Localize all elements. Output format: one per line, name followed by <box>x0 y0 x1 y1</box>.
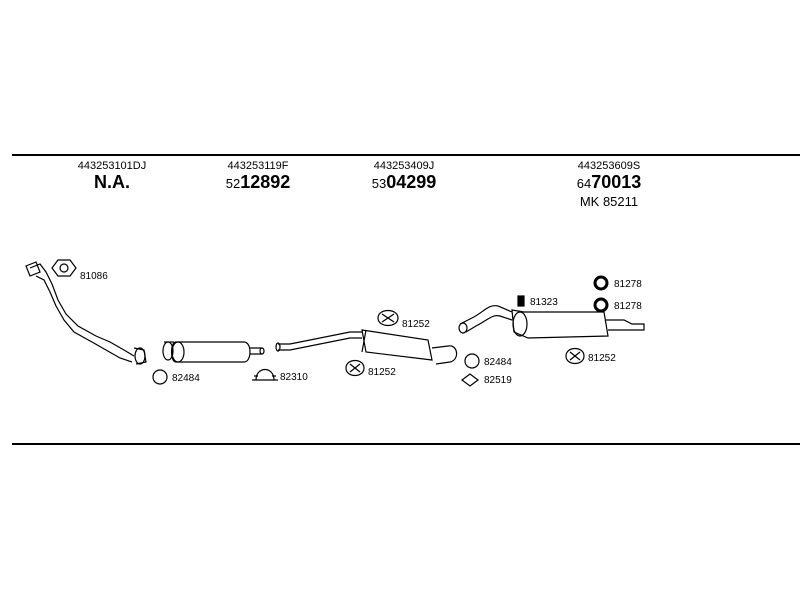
ring-82484-rear-icon <box>464 353 480 369</box>
ring-81278-b-icon <box>593 297 609 313</box>
part-label-82310: 82310 <box>280 372 308 383</box>
rear-muffler-drawing <box>458 305 645 339</box>
hanger-81252-rear-icon <box>565 347 585 365</box>
mounting-kit-code: MK 85211 <box>579 194 639 209</box>
oem-number: 443253101DJ <box>77 160 147 172</box>
clamp-82310-icon <box>252 368 278 381</box>
ring-82484-front-icon <box>152 369 168 385</box>
gasket-82519-icon <box>461 373 479 387</box>
oem-number: 443253409J <box>373 160 435 172</box>
front-pipe-drawing <box>25 261 147 365</box>
bumper-81323-icon <box>517 295 525 307</box>
top-divider-line <box>12 154 800 156</box>
column-front-pipe: 443253101DJ N.A. <box>62 160 162 194</box>
part-label-81086: 81086 <box>80 271 108 282</box>
part-label-81278-a: 81278 <box>614 279 642 290</box>
part-code: 5212892 <box>225 172 291 192</box>
bottom-divider-line <box>12 443 800 445</box>
part-label-81252-rear: 81252 <box>588 353 616 364</box>
part-label-81252-mid-bottom: 81252 <box>368 367 396 378</box>
front-muffler-drawing <box>162 341 265 363</box>
part-label-82484-rear: 82484 <box>484 357 512 368</box>
part-label-81278-b: 81278 <box>614 301 642 312</box>
column-rear-muffler: 443253609S 6470013 MK 85211 <box>554 160 664 209</box>
part-code: 6470013 <box>576 172 642 192</box>
part-label-82519: 82519 <box>484 375 512 386</box>
part-label-81323: 81323 <box>530 297 558 308</box>
gasket-81086-icon <box>51 259 77 277</box>
part-label-81252-mid-top: 81252 <box>402 319 430 330</box>
column-front-muffler: 443253119F 5212892 <box>208 160 308 194</box>
middle-pipe-muffler-drawing <box>275 329 458 365</box>
part-label-82484-front: 82484 <box>172 373 200 384</box>
hanger-81252-mid-top-icon <box>377 309 399 327</box>
ring-81278-a-icon <box>593 275 609 291</box>
part-code: 5304299 <box>371 172 437 192</box>
hanger-81252-mid-bottom-icon <box>345 359 365 377</box>
oem-number: 443253119F <box>227 160 289 172</box>
column-middle-muffler: 443253409J 5304299 <box>354 160 454 194</box>
oem-number: 443253609S <box>577 160 641 172</box>
part-code: N.A. <box>94 172 130 192</box>
